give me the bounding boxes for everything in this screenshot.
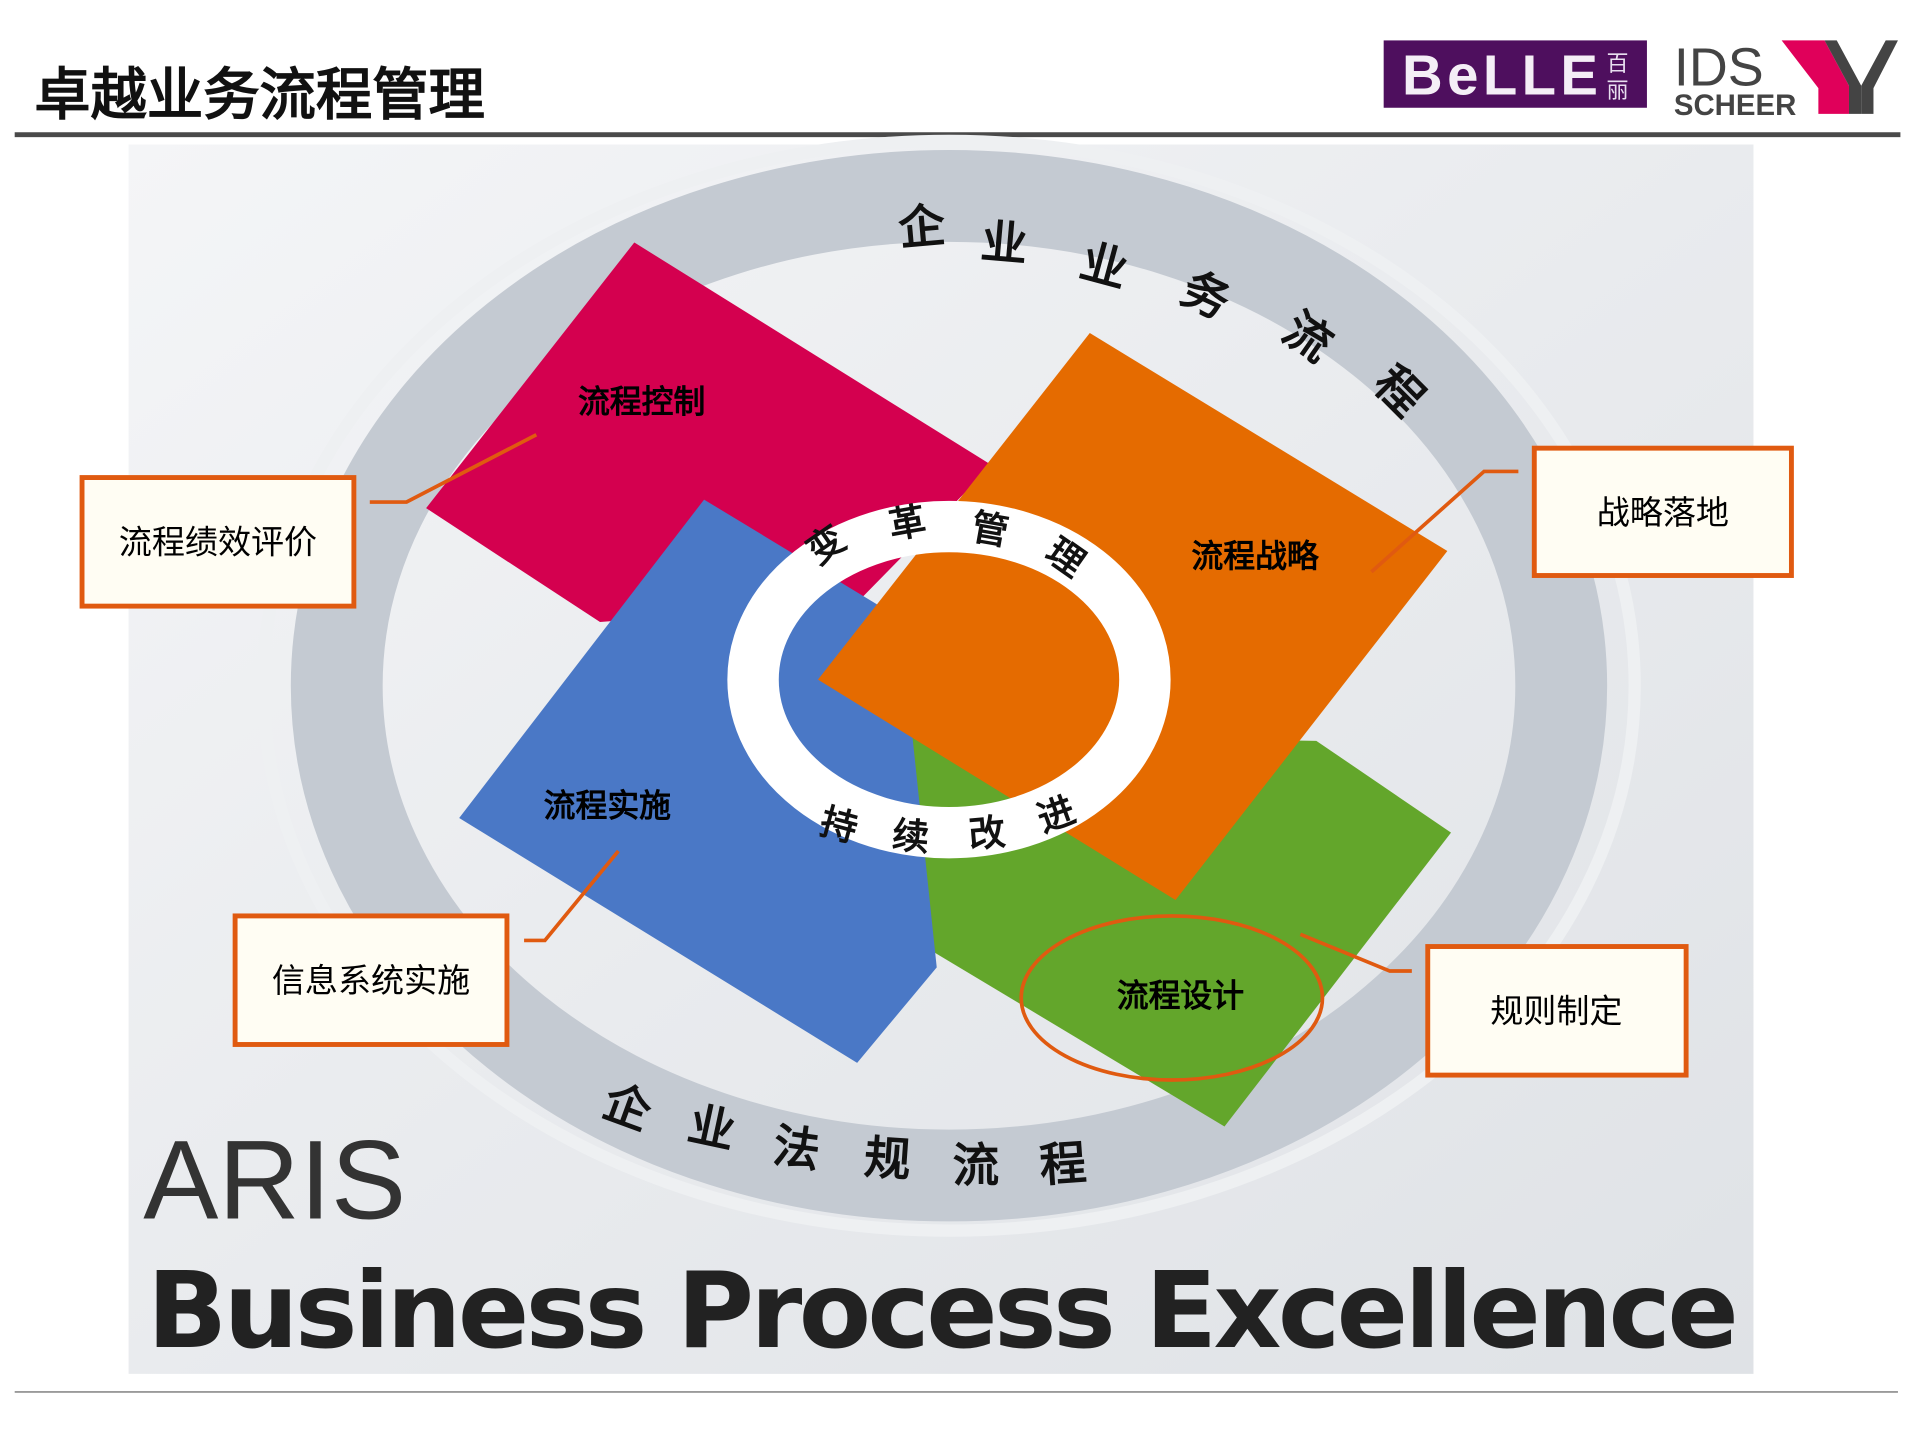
svg-text:百: 百 bbox=[1607, 52, 1629, 77]
belle-logo: BeLLE 百 丽 bbox=[1383, 40, 1647, 108]
callout-it-implementation: 信息系统实施 bbox=[232, 913, 510, 1047]
label-control: 流程控制 bbox=[578, 383, 705, 421]
svg-text:规则制定: 规则制定 bbox=[1490, 991, 1622, 1030]
svg-text:规: 规 bbox=[862, 1130, 912, 1187]
svg-text:IDS: IDS bbox=[1674, 38, 1764, 98]
svg-text:企: 企 bbox=[896, 198, 948, 256]
svg-text:流程绩效评价: 流程绩效评价 bbox=[119, 522, 317, 561]
svg-text:流: 流 bbox=[953, 1139, 1000, 1193]
page-title: 卓越业务流程管理 bbox=[34, 63, 485, 128]
callout-lines bbox=[369, 433, 1519, 973]
callout-rule-making: 规则制定 bbox=[1425, 944, 1689, 1078]
svg-text:法: 法 bbox=[770, 1118, 824, 1178]
svg-text:丽: 丽 bbox=[1607, 79, 1629, 104]
label-strategy: 流程战略 bbox=[1191, 537, 1319, 575]
quadrant-implementation bbox=[459, 499, 937, 1063]
inner-ring-bottom-text: 持 续 改 进 bbox=[816, 788, 1081, 859]
outer-ring bbox=[290, 150, 1608, 1222]
svg-text:管: 管 bbox=[968, 505, 1012, 554]
label-design: 流程设计 bbox=[1117, 977, 1244, 1015]
header-divider bbox=[14, 132, 1901, 138]
svg-text:信息系统实施: 信息系统实施 bbox=[272, 961, 470, 1000]
svg-text:程: 程 bbox=[1038, 1135, 1088, 1192]
svg-text:BeLLE: BeLLE bbox=[1402, 43, 1598, 106]
svg-text:业: 业 bbox=[683, 1097, 740, 1159]
svg-text:战略落地: 战略落地 bbox=[1597, 493, 1729, 532]
svg-text:SCHEER: SCHEER bbox=[1674, 89, 1796, 122]
callout-strategy-landing: 战略落地 bbox=[1531, 445, 1794, 578]
ids-scheer-logo: IDS SCHEER bbox=[1674, 38, 1898, 122]
svg-text:改: 改 bbox=[967, 810, 1008, 856]
callout-performance: 流程绩效评价 bbox=[79, 475, 357, 609]
svg-text:续: 续 bbox=[891, 813, 931, 859]
footer-divider bbox=[14, 1391, 1898, 1393]
design-highlight-ellipse bbox=[1019, 914, 1325, 1082]
aris-logo-text: ARIS bbox=[143, 1116, 406, 1242]
svg-text:业: 业 bbox=[979, 214, 1030, 272]
label-implementation: 流程实施 bbox=[544, 787, 671, 825]
svg-text:革: 革 bbox=[886, 499, 930, 548]
aris-tagline: Business Process Excellence bbox=[147, 1249, 1739, 1372]
inner-cycle-ring bbox=[727, 500, 1171, 859]
